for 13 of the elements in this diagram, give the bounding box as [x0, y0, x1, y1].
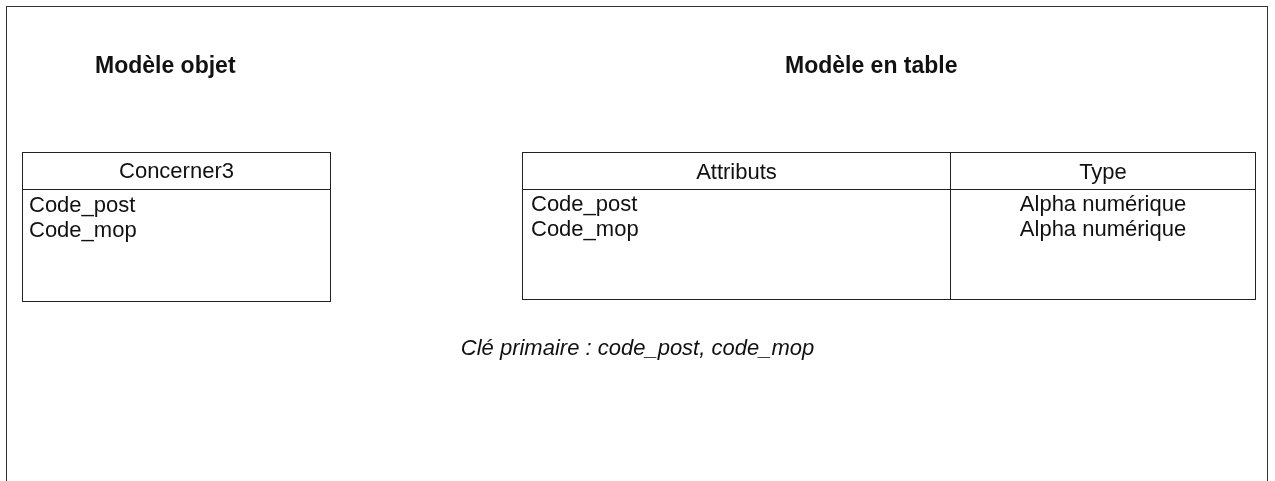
heading: Modèle objet: [95, 52, 236, 79]
table-cell: Code_mop: [531, 216, 639, 242]
table-cell-text: Alpha numérique: [1018, 216, 1188, 242]
primary-key-note: Clé primaire : code_post, code_mop: [460, 335, 815, 360]
class-name: Concerner3: [119, 158, 234, 183]
attribute-name: Code_mop: [29, 217, 137, 242]
attribute-name: Code_post: [29, 192, 136, 217]
column-header: Attributs: [695, 159, 778, 185]
heading: Modèle en table: [785, 52, 958, 79]
column-header: Type: [1078, 159, 1128, 185]
table-cell: Code_post: [531, 191, 638, 217]
table-cell-text: Alpha numérique: [1018, 191, 1188, 217]
class-box: [22, 152, 331, 302]
